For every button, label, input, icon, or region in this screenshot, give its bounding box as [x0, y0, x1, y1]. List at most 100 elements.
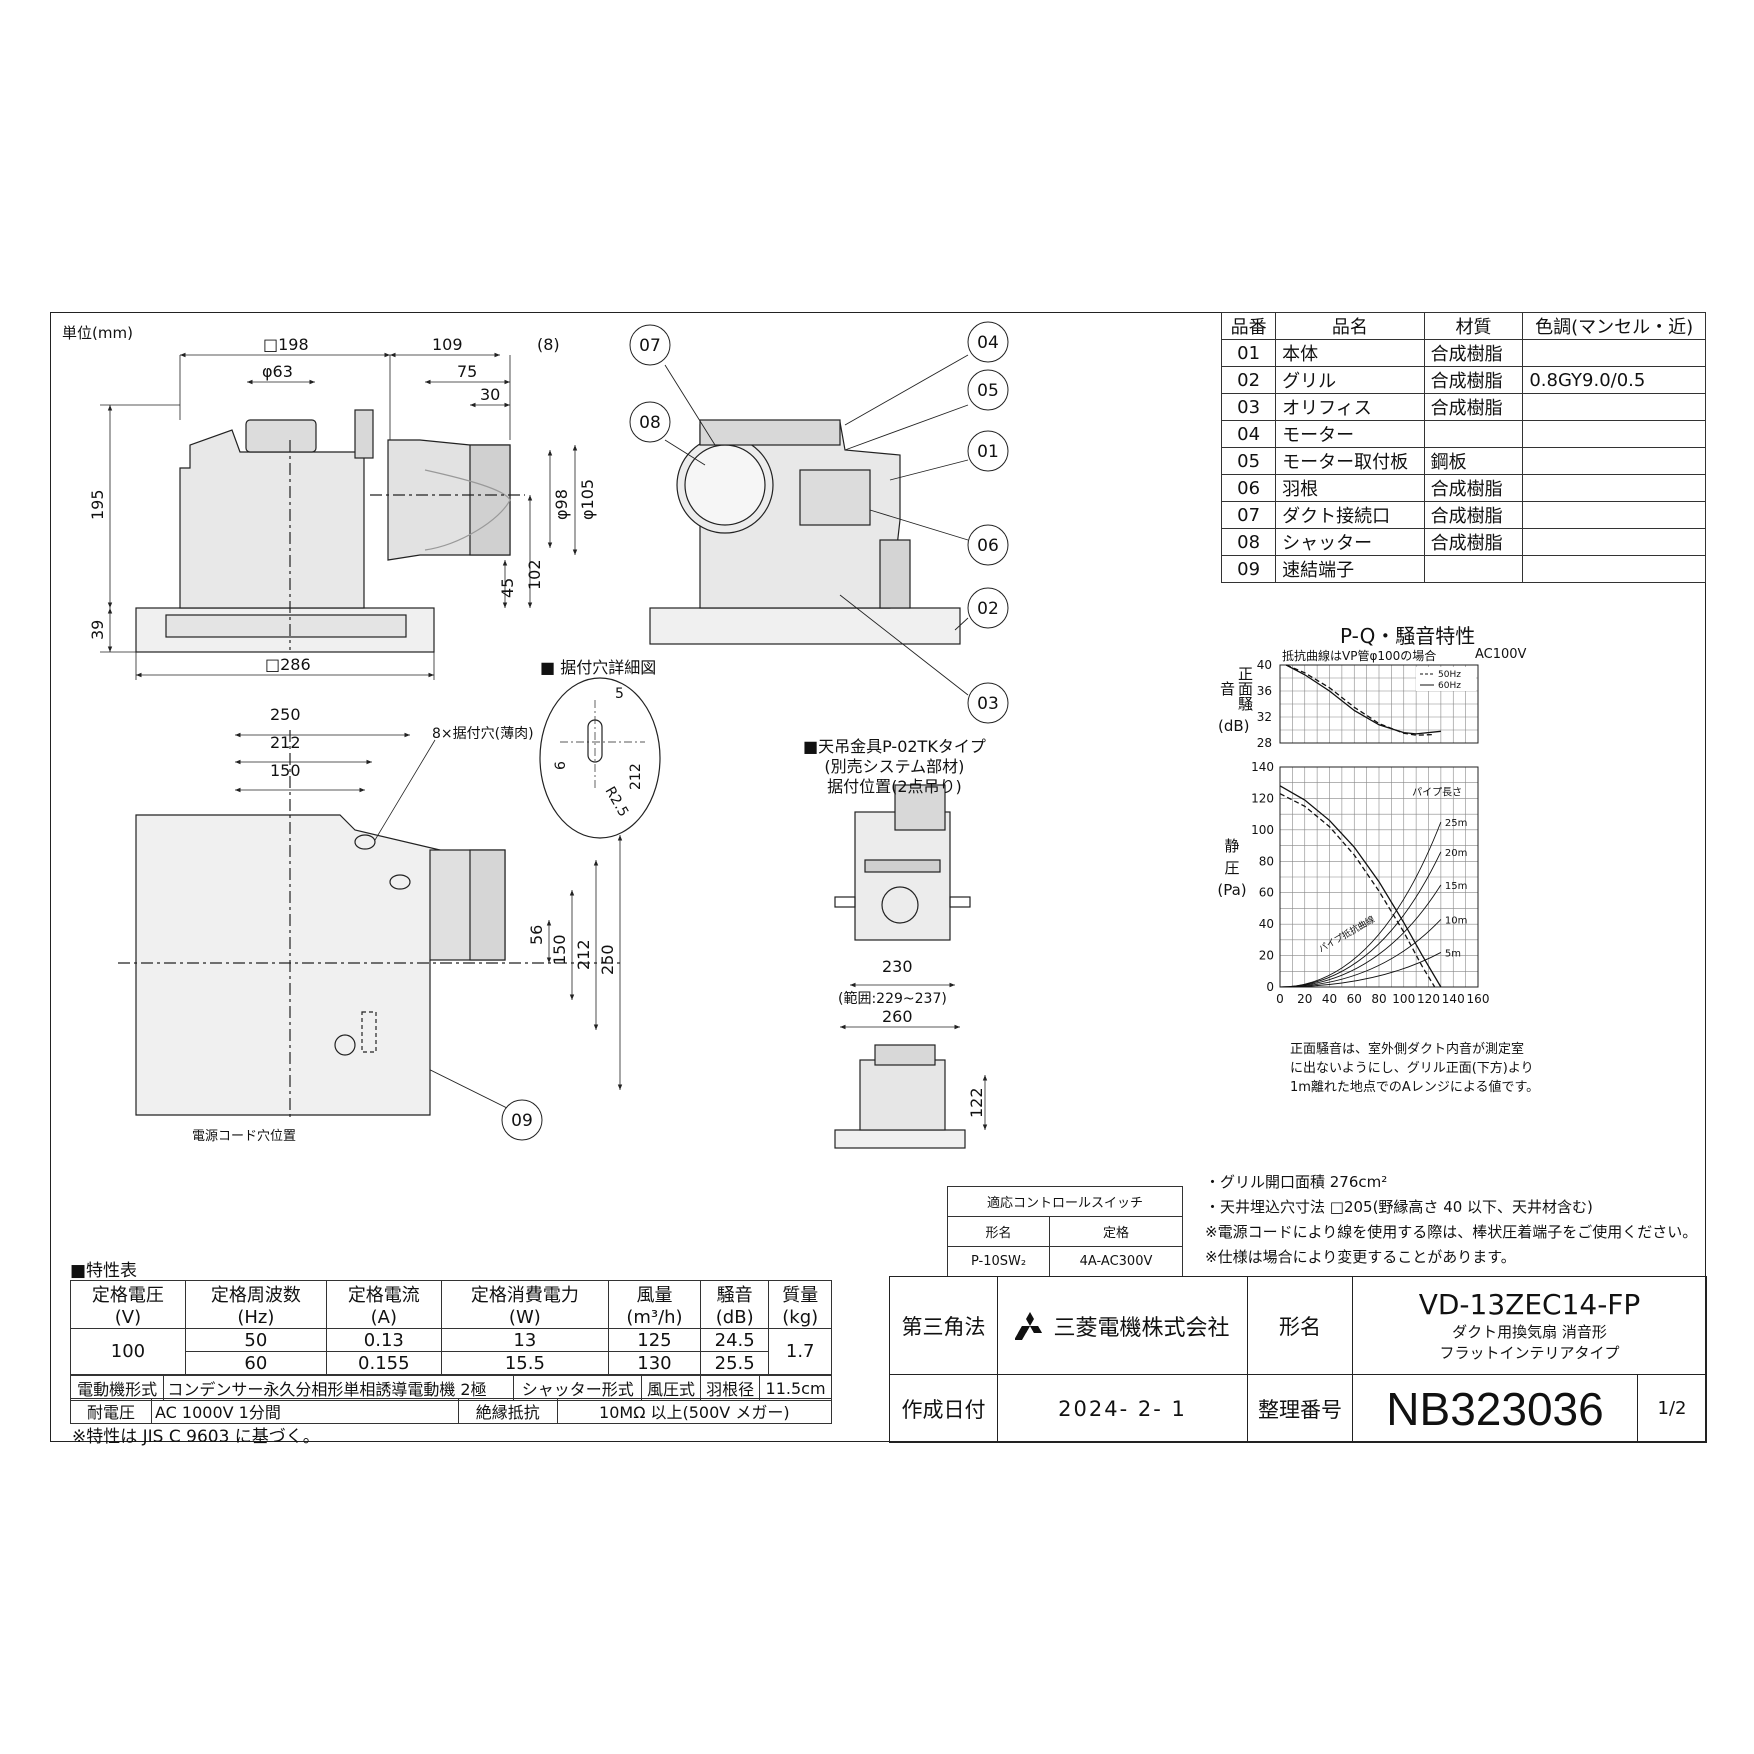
- switch-model: P-10SW₂: [946, 1246, 1051, 1277]
- callout-text: 09: [511, 1111, 533, 1131]
- parts-cell: [1522, 420, 1706, 448]
- parts-cell: オリフィス: [1275, 393, 1425, 421]
- parts-cell: 06: [1220, 474, 1277, 502]
- company-name: 三菱電機株式会社: [1053, 1315, 1230, 1341]
- dim-212: 212: [270, 733, 301, 752]
- pipe-length-label: 5m: [1445, 948, 1461, 959]
- hole-detail: [539, 677, 661, 839]
- dim-250: 250: [270, 705, 301, 724]
- pq-xtick: 80: [1371, 992, 1386, 1006]
- unit-label: 単位(mm): [62, 324, 133, 342]
- parts-cell: 合成樹脂: [1423, 339, 1524, 367]
- parts-header-cell: 材質: [1423, 312, 1524, 340]
- parts-cell: 01: [1220, 339, 1277, 367]
- company-cell: 三菱電機株式会社: [998, 1277, 1248, 1375]
- insulation-value: 10MΩ 以上(500V メガー): [556, 1398, 833, 1424]
- pipe-length-label: 25m: [1445, 818, 1467, 829]
- dim-hole-5: 5: [615, 686, 624, 702]
- pq-ylabel-3: (Pa): [1217, 881, 1247, 899]
- model-desc-1: ダクト用換気扇 消音形: [1452, 1323, 1607, 1341]
- spec-flow-60: 130: [607, 1351, 701, 1375]
- parts-cell: [1522, 501, 1706, 529]
- parts-cell: 05: [1220, 447, 1277, 475]
- hanger-caption: ■天吊金具P-02TKタイプ (別売システム部材) 据付位置(2点吊り): [803, 737, 986, 797]
- pq-xtick: 40: [1322, 992, 1337, 1006]
- front-view: [649, 419, 961, 645]
- spec-header-unit: (V): [114, 1307, 142, 1328]
- dim-range: (範囲:229~237): [838, 990, 947, 1007]
- spec-header-label: 定格周波数: [210, 1285, 301, 1306]
- hanger-views: [834, 784, 988, 1149]
- spec-header-cell: 質量(kg): [768, 1280, 832, 1329]
- parts-cell: シャッター: [1275, 528, 1425, 556]
- dim-hole-r: R2.5: [602, 784, 632, 820]
- pq-ylabel-2: 圧: [1224, 859, 1240, 877]
- dim-8: (8): [537, 335, 560, 354]
- legend-box: [1416, 667, 1476, 691]
- callout-01: 01: [967, 430, 1009, 472]
- callout-08: 08: [629, 401, 671, 443]
- pq-ylabel-1: 静: [1224, 837, 1240, 855]
- title-block: 第三角法 三菱電機株式会社 形名 VD-13ZEC14-FP ダクト用換気扇 消…: [889, 1276, 1707, 1443]
- dim-phi105: φ105: [578, 479, 597, 520]
- dim-phi63: φ63: [262, 362, 293, 381]
- pipe-resistance-curve: [1279, 851, 1442, 988]
- callout-07: 07: [629, 324, 671, 366]
- parts-cell: [1522, 393, 1706, 421]
- callout-05: 05: [967, 369, 1009, 411]
- dim-230: 230: [882, 957, 913, 976]
- callout-03: 03: [967, 682, 1009, 724]
- spec-header-label: 風量: [636, 1285, 673, 1306]
- spec-header-cell: 定格周波数(Hz): [184, 1280, 327, 1329]
- dim-195: 195: [88, 489, 107, 520]
- pq-xtick: 100: [1392, 992, 1415, 1006]
- chart-note-3: 1m離れた地点でのAレンジによる値です。: [1290, 1080, 1540, 1095]
- spec-header-unit: (W): [508, 1307, 541, 1328]
- cord-hole-label: 電源コード穴位置: [192, 1129, 296, 1144]
- pq-ytick: 40: [1259, 917, 1274, 931]
- parts-cell: 07: [1220, 501, 1277, 529]
- pq-frame: [1279, 766, 1479, 988]
- parts-cell: [1423, 555, 1524, 583]
- dim-phi98: φ98: [552, 489, 571, 520]
- callout-text: 06: [977, 536, 999, 556]
- chart-note: 正面騒音は、室外側ダクト内音が測定室 に出ないようにし、グリル正面(下方)より …: [1290, 1040, 1539, 1097]
- spec-header-label: 定格電流: [347, 1285, 420, 1306]
- noise-ylabel: 正面騒音 (dB): [1218, 660, 1254, 735]
- pq-ytick: 60: [1259, 886, 1274, 900]
- parts-header-cell: 色調(マンセル・近): [1522, 312, 1706, 340]
- hanger-title: ■天吊金具P-02TKタイプ: [803, 737, 986, 756]
- pipe-curve-label: パイプ抵抗曲線: [1316, 913, 1377, 955]
- spec-header-label: 質量: [782, 1285, 819, 1306]
- spec-table: 定格電圧(V)定格周波数(Hz)定格電流(A)定格消費電力(W)風量(m³/h)…: [70, 1280, 832, 1375]
- dim-hole-212: 212: [628, 763, 644, 790]
- spec-header-unit: (kg): [782, 1307, 819, 1328]
- pq-ytick: 80: [1259, 854, 1274, 868]
- dim-122: 122: [967, 1087, 986, 1118]
- dim-75: 75: [457, 362, 477, 381]
- projection: 第三角法: [890, 1277, 998, 1375]
- insulation-label: 絶縁抵抗: [458, 1398, 558, 1424]
- parts-cell: モーター: [1275, 420, 1425, 448]
- dim-v150: 150: [550, 934, 569, 965]
- pq-ytick: 0: [1266, 980, 1274, 994]
- legend-60hz: 60Hz: [1438, 681, 1461, 691]
- parts-cell: 08: [1220, 528, 1277, 556]
- chart-note-2: に出ないようにし、グリル正面(下方)より: [1290, 1061, 1534, 1076]
- parts-cell: モーター取付板: [1275, 447, 1425, 475]
- spec-header-unit: (A): [370, 1307, 397, 1328]
- pq-line-60Hz: [1279, 785, 1442, 988]
- pq-xtick: 20: [1297, 992, 1312, 1006]
- parts-cell: 合成樹脂: [1423, 366, 1524, 394]
- spec-mass: 1.7: [768, 1328, 832, 1375]
- note-ceiling-hole: ・天井埋込穴寸法 □205(野縁高さ 40 以下、天井材含む): [1205, 1198, 1593, 1216]
- dim-v212: 212: [574, 939, 593, 970]
- spec-current-60: 0.155: [325, 1351, 442, 1375]
- parts-cell: 合成樹脂: [1423, 501, 1524, 529]
- pipe-length-label: 20m: [1445, 848, 1467, 859]
- noise-ylabel-text: 正面騒音: [1218, 666, 1254, 711]
